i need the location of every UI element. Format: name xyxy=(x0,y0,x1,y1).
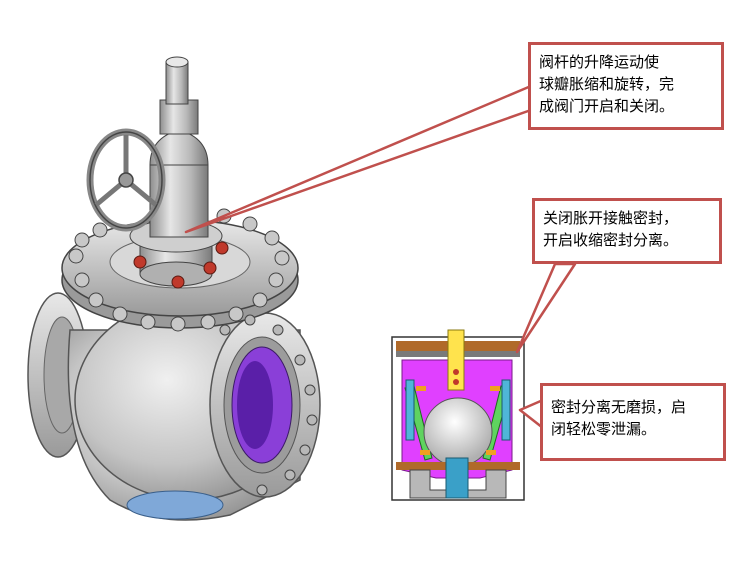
stem-callout-line-1: 阀杆的升降运动使 xyxy=(539,53,660,71)
seal-callout-line-2: 开启收缩密封分离。 xyxy=(543,231,679,249)
handwheel xyxy=(86,128,166,232)
valve-body xyxy=(27,219,321,521)
stem-callout-line-3: 成阀门开启和关闭。 xyxy=(539,97,675,115)
seal-callout-line-1: 关闭胀开接触密封， xyxy=(543,209,679,227)
wear-callout-line-2: 闭轻松零泄漏。 xyxy=(551,420,657,438)
wear-callout-line-1: 密封分离无磨损，启 xyxy=(551,398,687,416)
no-wear-callout: 密封分离无磨损，启 闭轻松零泄漏。 xyxy=(540,383,726,461)
valve-cross-section xyxy=(391,329,525,501)
stem-motion-callout: 阀杆的升降运动使 球瓣胀缩和旋转，完 成阀门开启和关闭。 xyxy=(528,42,724,130)
bonnet-and-stem xyxy=(129,56,229,289)
right-flange-bolts xyxy=(219,314,318,496)
seal-callout: 关闭胀开接触密封， 开启收缩密封分离。 xyxy=(532,198,722,264)
stem-callout-line-2: 球瓣胀缩和旋转，完 xyxy=(539,75,675,93)
